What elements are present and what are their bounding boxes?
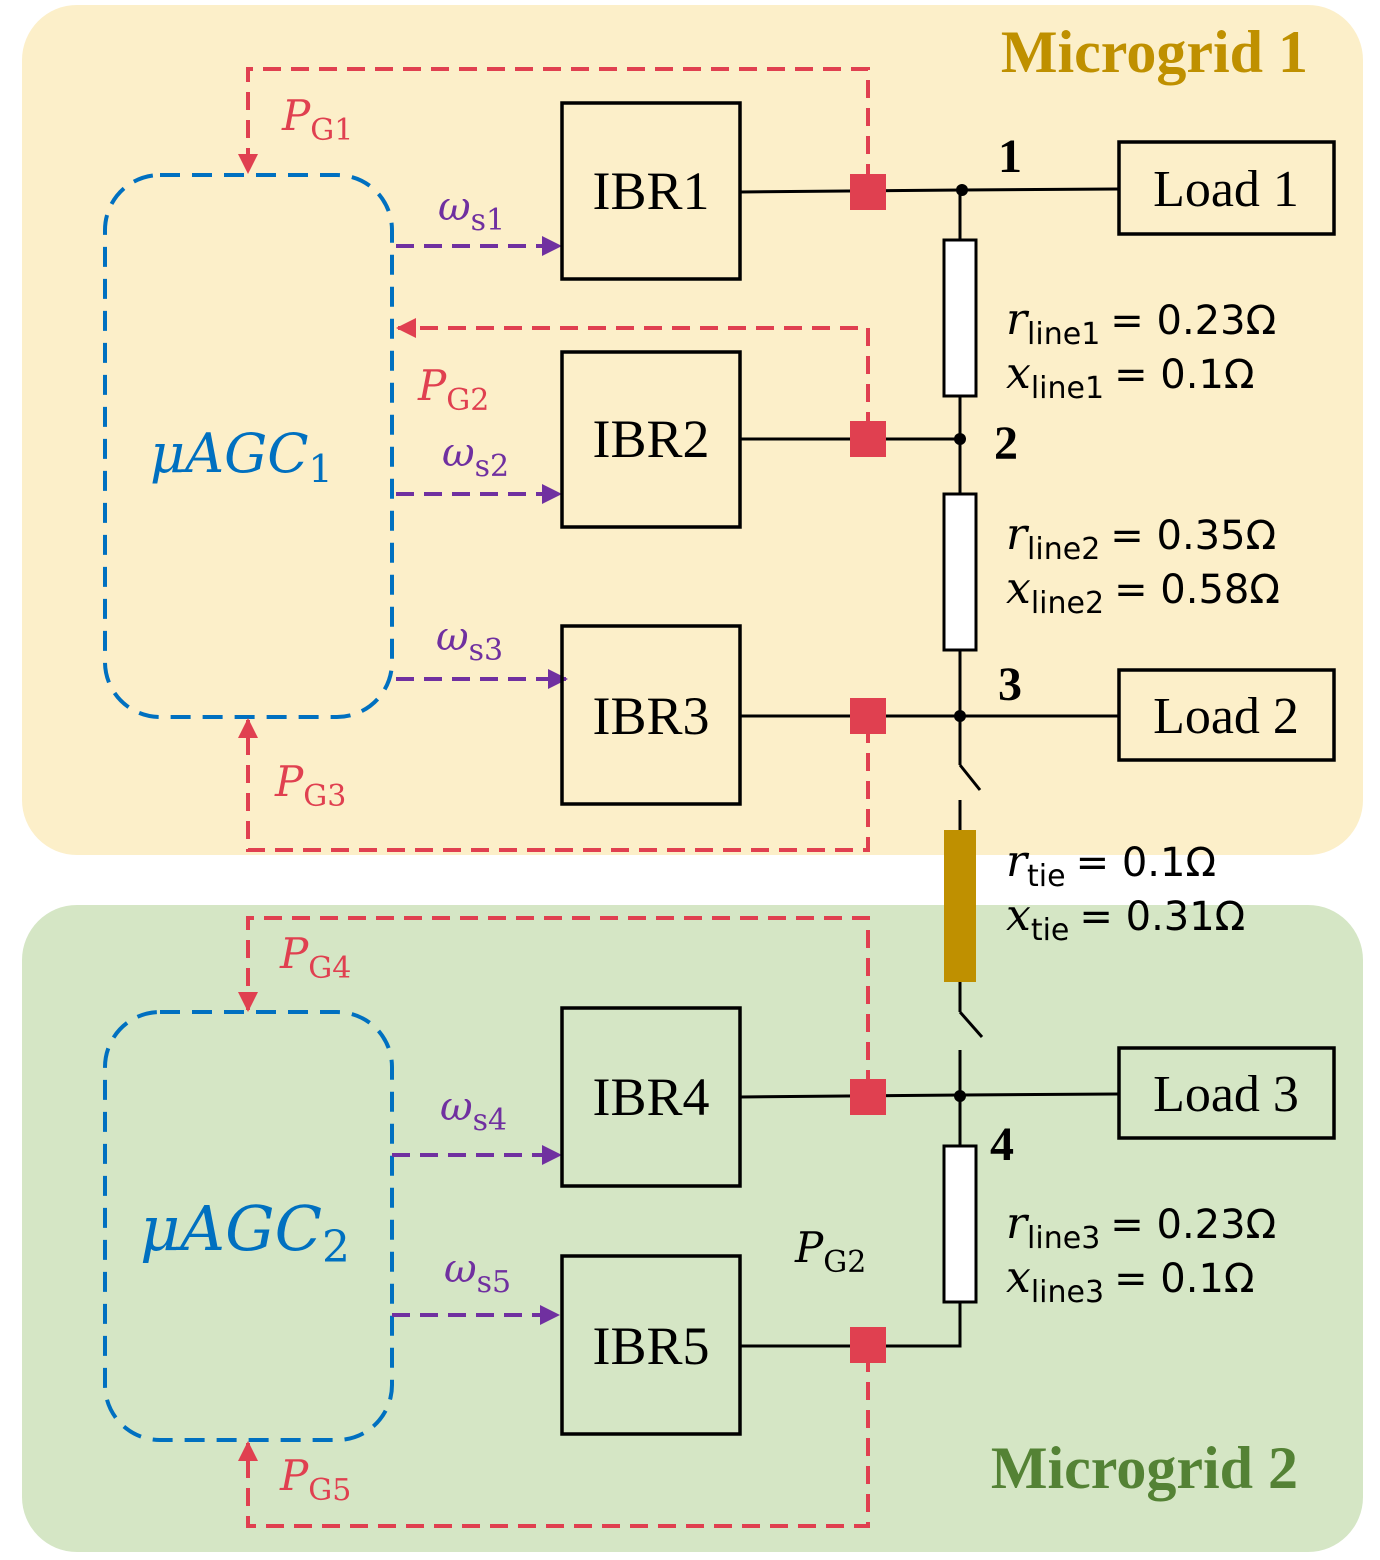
tie-r-value: rtie= 0.1Ω <box>1006 836 1216 894</box>
line2-r-value: rline2= 0.35Ω <box>1006 509 1276 567</box>
freq-label-s5: ωs5 <box>444 1246 511 1300</box>
tie-switch-lower <box>958 1011 984 1038</box>
load2-box <box>1117 668 1336 762</box>
meter-ibr1 <box>850 174 886 210</box>
meter-ibr5 <box>850 1327 886 1363</box>
meter-ibr3 <box>850 698 886 734</box>
line2-x-value: xline2= 0.58Ω <box>1006 563 1280 621</box>
bus-3-node <box>954 710 966 722</box>
load3-box <box>1117 1046 1336 1140</box>
ibr2-label: IBR2 <box>592 409 709 469</box>
controller-2-label: μAGC2 <box>140 1192 350 1273</box>
ibr1-box <box>560 101 742 281</box>
line1-x-value: xline1= 0.1Ω <box>1006 348 1254 406</box>
bus-1-node <box>956 184 968 196</box>
line3-r-value: rline3= 0.23Ω <box>1006 1198 1276 1256</box>
power-loop-g4 <box>238 916 870 1088</box>
freq-label-s4: ωs4 <box>440 1084 507 1138</box>
meter-ibr4 <box>850 1079 886 1115</box>
ibr2-box <box>560 350 742 529</box>
ibr3-box <box>560 624 742 806</box>
load2-label: Load 2 <box>1153 688 1299 745</box>
microgrid-2-region <box>22 905 1363 1552</box>
power-label-g2: PG2 <box>417 361 489 418</box>
bus-1-label: 1 <box>998 130 1022 183</box>
freq-label-s1: ωs1 <box>438 184 505 238</box>
load1-box <box>1117 140 1336 236</box>
ibr5-box <box>560 1254 742 1436</box>
power-loop-g1 <box>238 67 870 182</box>
ibr3-label: IBR3 <box>592 686 709 746</box>
line3-x-value: xline3= 0.1Ω <box>1006 1252 1254 1310</box>
bus-3-label: 3 <box>998 658 1022 711</box>
tie-switch-upper <box>958 764 982 791</box>
controller-1-label: μAGC1 <box>150 422 333 491</box>
ibr4-box <box>560 1006 742 1188</box>
line3-resistor <box>942 1144 978 1304</box>
microgrid-1-title: Microgrid 1 <box>1001 19 1308 85</box>
bus-2-node <box>954 433 966 445</box>
line2-resistor <box>942 492 978 652</box>
ibr1-label: IBR1 <box>592 161 709 221</box>
microgrid-1-region <box>22 5 1363 855</box>
wire-ibr5 <box>740 1302 962 1348</box>
freq-label-s2: ωs2 <box>442 430 509 484</box>
power-label-g2-mg2: PG2 <box>794 1223 866 1280</box>
power-loop-g3 <box>238 718 870 852</box>
power-label-g5: PG5 <box>279 1451 351 1508</box>
freq-label-s3: ωs3 <box>436 614 503 668</box>
load3-label: Load 3 <box>1153 1066 1299 1123</box>
power-loop-g2 <box>396 318 870 430</box>
bus-4-node <box>954 1090 966 1102</box>
tie-x-value: xtie= 0.31Ω <box>1006 890 1245 948</box>
tie-line-resistor <box>944 830 976 982</box>
power-label-g4: PG4 <box>279 929 351 986</box>
ibr4-label: IBR4 <box>592 1067 709 1127</box>
line1-r-value: rline1= 0.23Ω <box>1006 294 1276 352</box>
power-label-g3: PG3 <box>274 757 346 814</box>
bus-4-label: 4 <box>990 1118 1014 1171</box>
power-loop-g5 <box>238 1354 870 1528</box>
controller-2-box <box>103 1010 394 1442</box>
power-label-g1: PG1 <box>281 91 353 148</box>
load1-label: Load 1 <box>1153 161 1299 218</box>
controller-1-box <box>103 173 394 719</box>
ibr5-label: IBR5 <box>592 1316 709 1376</box>
bus-2-label: 2 <box>994 417 1018 470</box>
meter-ibr2 <box>850 421 886 457</box>
microgrid-2-title: Microgrid 2 <box>991 1435 1298 1501</box>
line1-resistor <box>942 238 978 398</box>
